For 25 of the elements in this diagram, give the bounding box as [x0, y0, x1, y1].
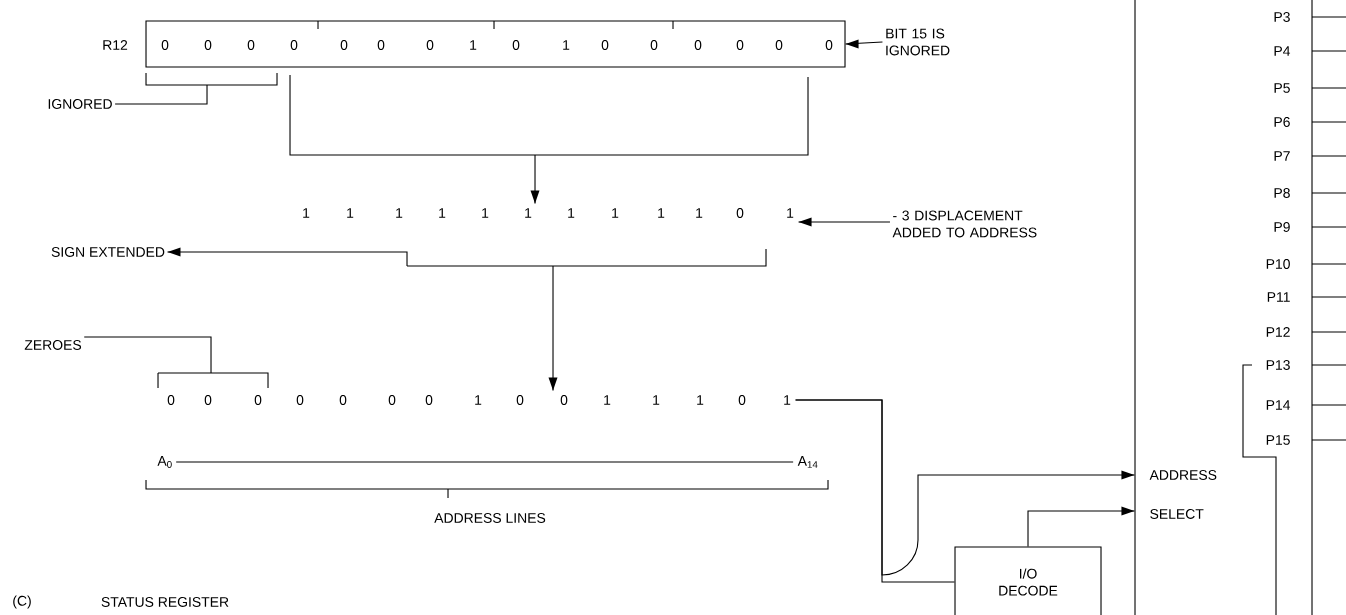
note-text: IGNORED [48, 99, 112, 109]
bracket-label: ADDRESS LINES [434, 513, 546, 523]
note-text: - 3 DISPLACEMENT ADDED TO ADDRESS [892, 210, 1037, 238]
figure-label: (C) [13, 595, 31, 609]
arrow [166, 247, 408, 267]
note-text: BIT 15 IS IGNORED [886, 28, 950, 56]
arrow [1027, 506, 1135, 547]
bit-row: 1 1 1 1 1 1 1 1 1 1 0 1 [303, 208, 794, 218]
bit-row: 0 0 0 0 0 0 0 1 0 0 1 1 1 0 1 [167, 395, 791, 405]
connector-line [83, 336, 269, 389]
note-text: ZEROES [24, 340, 82, 350]
register-name: R12 [103, 40, 128, 50]
figure-label: STATUS REGISTER [101, 597, 229, 607]
arrow [845, 39, 883, 49]
address-bit-label: A$_{0}$ [157, 456, 172, 468]
connector-line [795, 399, 955, 583]
arrow [289, 74, 809, 204]
register-box: 0 0 0 0 0 0 0 1 0 1 0 0 0 0 0 0 [145, 20, 846, 68]
decoder-box: I/O DECODE [954, 546, 1102, 615]
arrow [798, 217, 891, 227]
chip-box: ADDRESS SELECT P3 P4 P5 P6 P7 P8 P9 P10 P11 P12 P13 P14 P15 [1134, 0, 1346, 615]
connector-line [114, 72, 278, 105]
note-text: SIGN EXTENDED [51, 247, 165, 257]
arrow [406, 248, 767, 391]
address-bit-label: A$_{14}$ [797, 456, 818, 468]
